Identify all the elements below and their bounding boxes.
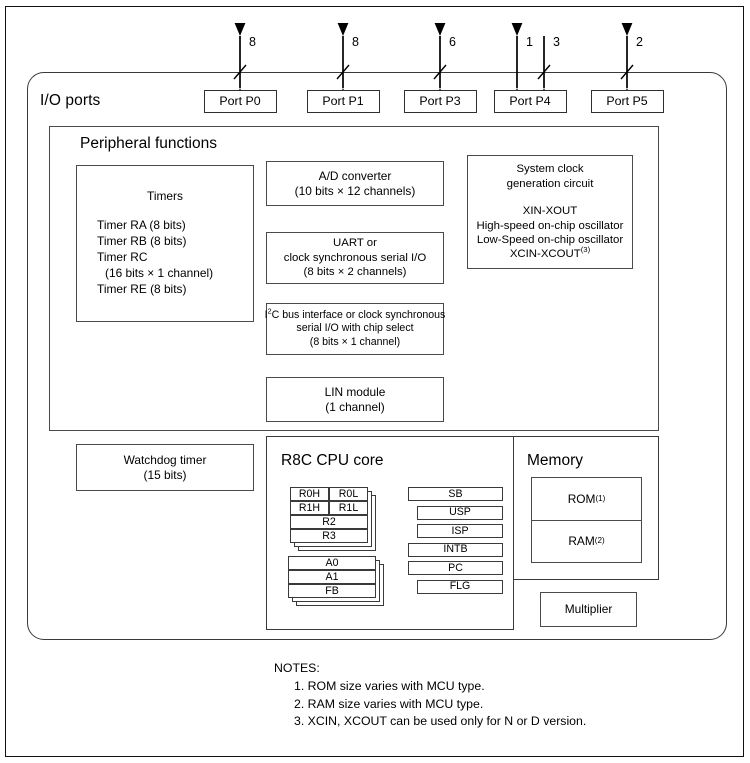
timers-item: Timer RA (8 bits) — [97, 218, 186, 233]
register-cell: R0L — [329, 487, 368, 501]
multiplier-label: Multiplier — [564, 602, 613, 616]
watchdog-line1: Watchdog timer — [123, 452, 207, 467]
clock-title1: System clock — [516, 163, 584, 176]
clock-title2: generation circuit — [506, 177, 594, 190]
uart-line2: clock synchronous serial I/O — [283, 251, 427, 264]
notes-header: NOTES: — [274, 661, 320, 675]
register-cell: INTB — [408, 542, 503, 557]
page-border — [5, 6, 744, 757]
i2c-line2: serial I/O with chip select — [296, 322, 414, 335]
register-cell: R1H — [290, 501, 329, 515]
uart-block: UART or clock synchronous serial I/O (8 … — [266, 232, 444, 284]
port-box: Port P0 — [203, 90, 277, 113]
i2c-line3: (8 bits × 1 channel) — [309, 335, 401, 348]
i2c-block: I2C bus interface or clock synchronous s… — [264, 303, 446, 355]
notes-block: NOTES: 1. ROM size varies with MCU type.… — [274, 660, 586, 731]
notes-items: 1. ROM size varies with MCU type. 2. RAM … — [274, 678, 586, 730]
notes-item: 3. XCIN, XCOUT can be used only for N or… — [294, 714, 587, 729]
adc-block: A/D converter (10 bits × 12 channels) — [266, 161, 444, 206]
timers-item: Timer RB (8 bits) — [97, 234, 187, 249]
svg-text:2: 2 — [636, 35, 643, 49]
svg-text:8: 8 — [249, 35, 256, 49]
peripheral-functions-title: Peripheral functions — [80, 135, 217, 152]
svg-text:8: 8 — [352, 35, 359, 49]
register-cell: R2 — [290, 515, 368, 529]
register-cell: ISP — [417, 524, 503, 538]
clock-line4: XCIN-XCOUT(3) — [509, 245, 591, 261]
lin-line1: LIN module — [324, 384, 386, 399]
adc-line1: A/D converter — [318, 168, 392, 183]
svg-text:6: 6 — [449, 35, 456, 49]
io-ports-label: I/O ports — [40, 92, 101, 109]
port-label: Port P1 — [322, 93, 364, 108]
watchdog-line2: (15 bits) — [143, 467, 187, 482]
port-box: Port P3 — [403, 90, 477, 113]
timers-block: Timers Timer RA (8 bits)Timer RB (8 bits… — [76, 165, 254, 322]
svg-text:3: 3 — [553, 35, 560, 49]
i2c-line1: I2C bus interface or clock synchronous — [264, 306, 446, 321]
port-box: Port P1 — [306, 90, 380, 113]
uart-line3: (8 bits × 2 channels) — [303, 266, 407, 279]
port-label: Port P5 — [606, 93, 648, 108]
cpu-core-title: R8C CPU core — [281, 452, 384, 469]
register-cell: A1 — [288, 570, 376, 584]
timers-item: Timer RC — [97, 250, 148, 265]
register-cell: R1L — [329, 501, 368, 515]
port-label: Port P4 — [509, 93, 551, 108]
clock-line2: High-speed on-chip oscillator — [476, 219, 624, 232]
rom-cell: ROM(1) — [567, 491, 606, 506]
timers-title: Timers — [147, 189, 183, 204]
adc-line2: (10 bits × 12 channels) — [294, 183, 416, 198]
register-cell: FLG — [417, 579, 503, 594]
port-label: Port P0 — [219, 93, 261, 108]
register-cell: A0 — [288, 556, 376, 570]
clock-line1: XIN-XOUT — [522, 205, 578, 218]
register-cell: R3 — [290, 529, 368, 543]
register-cell: USP — [417, 505, 503, 520]
register-cell: R0H — [290, 487, 329, 501]
notes-item: 2. RAM size varies with MCU type. — [294, 696, 484, 711]
timers-item: Timer RE (8 bits) — [97, 281, 187, 296]
register-cell: FB — [288, 584, 376, 598]
memory-container — [513, 436, 659, 580]
rom-ram-block: ROM(1) RAM(2) — [531, 477, 642, 563]
register-cell: SB — [408, 487, 503, 501]
timers-item: (16 bits × 1 channel) — [105, 265, 214, 280]
ram-cell: RAM(2) — [532, 519, 641, 563]
watchdog-timer-block: Watchdog timer (15 bits) — [76, 444, 254, 491]
multiplier-block: Multiplier — [540, 592, 637, 627]
memory-title: Memory — [527, 452, 583, 469]
notes-item: 1. ROM size varies with MCU type. — [294, 679, 485, 694]
uart-line1: UART or — [333, 237, 377, 250]
port-label: Port P3 — [419, 93, 461, 108]
clock-line3: Low-Speed on-chip oscillator — [476, 233, 624, 246]
lin-module-block: LIN module (1 channel) — [266, 377, 444, 422]
system-clock-block: System clock generation circuit XIN-XOUT… — [467, 155, 633, 269]
port-box: Port P4 — [493, 90, 567, 113]
port-box: Port P5 — [590, 90, 664, 113]
timers-list: Timer RA (8 bits)Timer RB (8 bits)Timer … — [97, 218, 213, 298]
svg-text:1: 1 — [526, 35, 533, 49]
register-cell: PC — [408, 561, 503, 575]
lin-line2: (1 channel) — [325, 399, 385, 414]
